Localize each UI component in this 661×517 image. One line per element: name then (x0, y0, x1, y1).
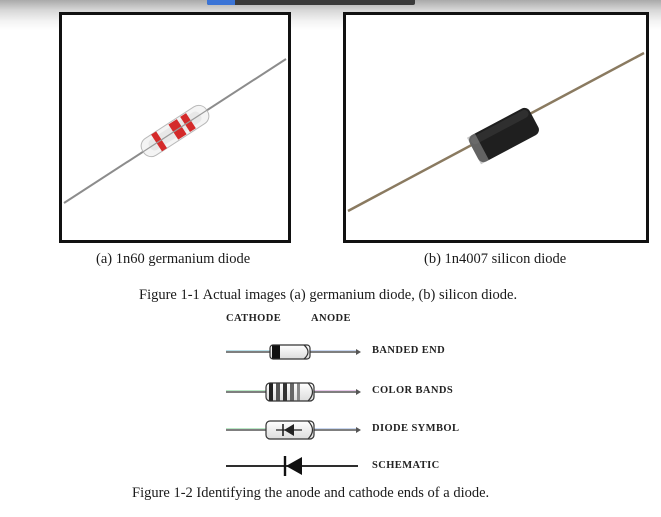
figure-1-1-title: Figure 1-1 Actual images (a) germanium d… (139, 287, 518, 303)
viewer-toolbar-active-button[interactable] (207, 0, 235, 5)
viewer-toolbar[interactable] (207, 0, 415, 5)
schematic-label: SCHEMATIC (372, 460, 440, 471)
banded-end-label: BANDED END (372, 345, 446, 356)
silicon-diode-image (347, 51, 645, 213)
anode-label: ANODE (311, 313, 351, 324)
cathode-label: CATHODE (226, 313, 282, 324)
color-bands-diode (226, 382, 361, 402)
color-bands-label: COLOR BANDS (372, 385, 454, 396)
photo-a-caption: (a) 1n60 germanium diode (96, 251, 251, 267)
schematic-diode-symbol (226, 456, 358, 476)
germanium-diode-image (63, 58, 287, 204)
photo-b-caption: (b) 1n4007 silicon diode (424, 251, 567, 267)
figure-1-2-title: Figure 1-2 Identifying the anode and cat… (132, 485, 490, 501)
diode-identification-diagram (226, 344, 361, 476)
silicon-diode-photo (343, 12, 649, 243)
germanium-diode-photo (59, 12, 291, 243)
banded-end-diode (226, 344, 361, 360)
diode-symbol-label: DIODE SYMBOL (372, 423, 460, 434)
diode-symbol-diode (226, 420, 361, 440)
